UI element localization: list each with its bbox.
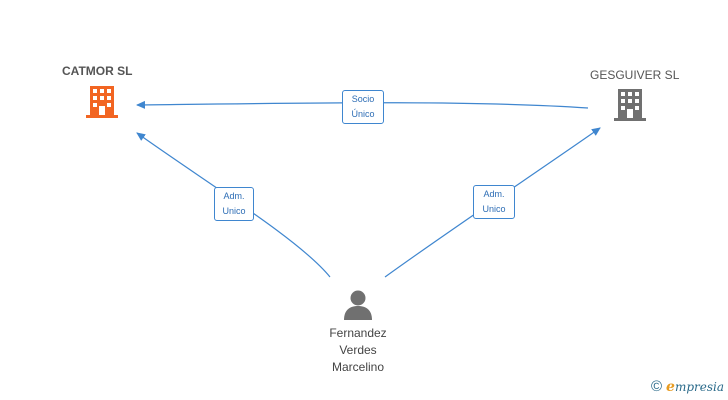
company-label-gesguiver[interactable]: GESGUIVER SL: [590, 68, 680, 82]
edge-label-adm-catmor[interactable]: Adm. Unico: [214, 187, 254, 221]
person-name-line-3: Marcelino: [331, 360, 385, 374]
brand-name-rest: mpresia: [674, 379, 724, 394]
person-icon[interactable]: [344, 290, 372, 321]
copyright-icon: ©: [650, 378, 663, 395]
brand-initial: e: [666, 378, 675, 395]
edge-label-socio-line-2: Único: [351, 109, 375, 119]
edge-label-adm-left-line-2: Unico: [222, 206, 246, 216]
edge-label-adm-right-line-1: Adm.: [483, 189, 505, 199]
person-name-line-1: Fernandez: [329, 326, 387, 340]
edge-label-socio-unico[interactable]: Socio Único: [342, 90, 384, 124]
edge-label-adm-right-line-2: Unico: [482, 204, 506, 214]
edge-label-adm-left-line-1: Adm.: [223, 191, 245, 201]
company-label-catmor[interactable]: CATMOR SL: [62, 64, 133, 78]
building-icon-gesguiver[interactable]: [614, 89, 646, 121]
building-icon-catmor[interactable]: [86, 86, 118, 118]
brand-logo[interactable]: empresia: [666, 379, 724, 395]
edge-label-socio-line-1: Socio: [351, 94, 375, 104]
person-name-line-2: Verdes: [339, 343, 377, 357]
person-name-label[interactable]: Fernandez Verdes Marcelino: [298, 325, 418, 376]
footer-branding: © empresia: [651, 378, 724, 395]
edge-label-adm-gesguiver[interactable]: Adm. Unico: [473, 185, 515, 219]
